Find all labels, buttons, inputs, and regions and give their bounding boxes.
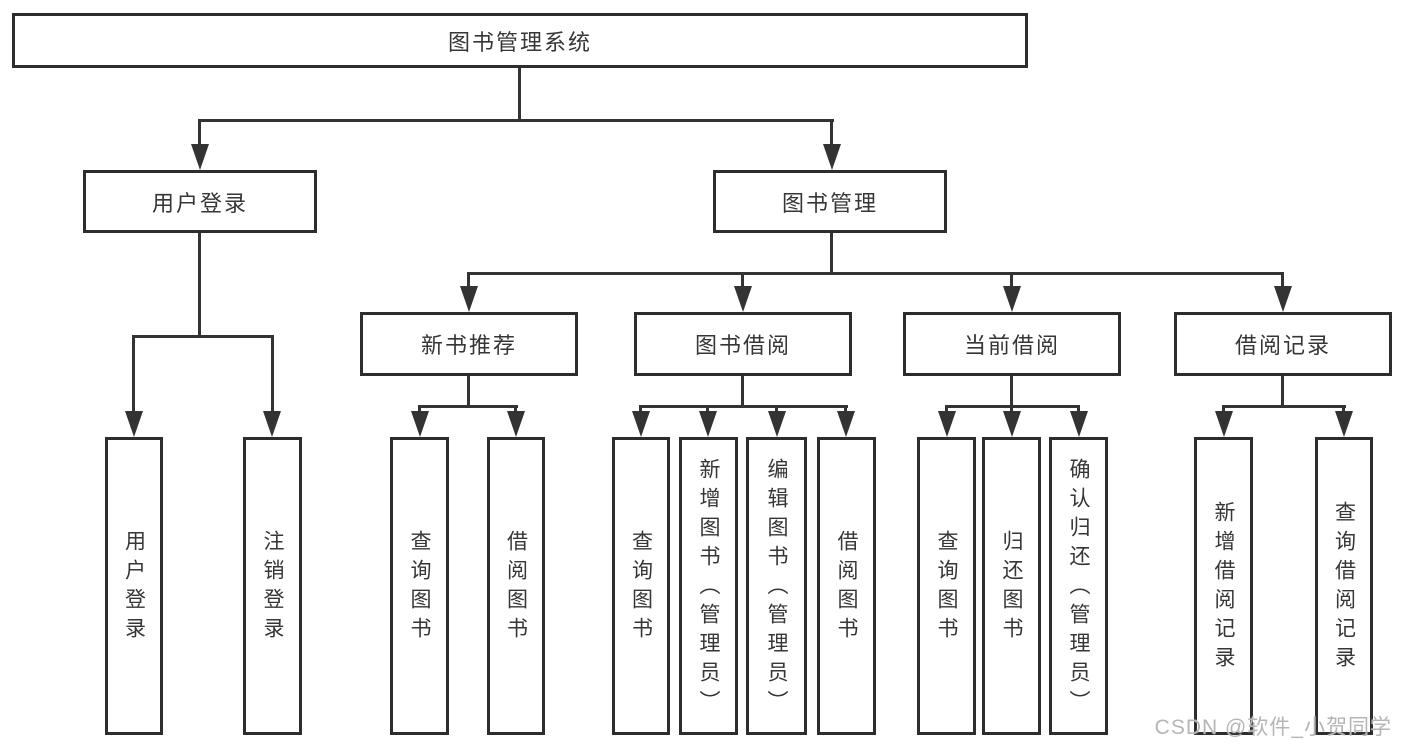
connector-hline: [418, 405, 518, 408]
connector-vline: [830, 233, 833, 272]
connector-vline: [418, 405, 421, 415]
connector-vline: [132, 335, 135, 413]
leaf-confirm-return-admin: 确认归还（管理员）: [1049, 437, 1108, 735]
connector-hline: [639, 405, 848, 408]
connector-hline: [133, 335, 274, 338]
connector-vline: [741, 272, 744, 290]
connector-vline: [1281, 376, 1284, 406]
connector-vline: [467, 376, 470, 406]
connector-vline: [1222, 405, 1225, 415]
leaf-add-book-admin: 新增图书（管理员）: [679, 437, 738, 735]
leaf-query-books-recommend: 查询图书: [390, 437, 449, 735]
connector-vline: [198, 233, 201, 335]
leaf-borrow-books-borrowing: 借阅图书: [817, 437, 876, 735]
arrow-down-icon: [1070, 411, 1088, 437]
node-borrowing-records: 借阅记录: [1174, 312, 1392, 376]
leaf-return-books: 归还图书: [982, 437, 1041, 735]
connector-hline: [467, 272, 1284, 275]
arrow-down-icon: [823, 144, 841, 170]
arrow-down-icon: [768, 411, 786, 437]
arrow-down-icon: [734, 286, 752, 312]
leaf-query-books-current: 查询图书: [917, 437, 976, 735]
leaf-logout: 注销登录: [243, 437, 302, 735]
arrow-down-icon: [1003, 411, 1021, 437]
arrow-down-icon: [938, 411, 956, 437]
arrow-down-icon: [191, 144, 209, 170]
watermark: CSDN @软件_小贺同学: [1154, 716, 1392, 739]
node-new-book-recommend: 新书推荐: [360, 312, 578, 376]
connector-vline: [514, 405, 517, 415]
connector-vline: [271, 335, 274, 413]
node-user-login: 用户登录: [83, 170, 317, 233]
arrow-down-icon: [632, 411, 650, 437]
leaf-borrow-books-recommend: 借阅图书: [487, 437, 545, 735]
connector-vline: [775, 405, 778, 415]
arrow-down-icon: [125, 411, 143, 437]
connector-vline: [639, 405, 642, 415]
arrow-down-icon: [263, 411, 281, 437]
leaf-query-borrow-record: 查询借阅记录: [1315, 437, 1373, 735]
arrow-down-icon: [460, 286, 478, 312]
connector-vline: [467, 272, 470, 290]
node-library-system: 图书管理系统: [12, 13, 1028, 68]
connector-vline: [1010, 405, 1013, 415]
leaf-edit-book-admin: 编辑图书（管理员）: [746, 437, 807, 735]
connector-vline: [1077, 405, 1080, 415]
arrow-down-icon: [1335, 411, 1353, 437]
arrow-down-icon: [411, 411, 429, 437]
connector-vline: [1010, 272, 1013, 290]
arrow-down-icon: [1274, 286, 1292, 312]
connector-hline: [198, 119, 834, 122]
leaf-add-borrow-record: 新增借阅记录: [1194, 437, 1253, 735]
connector-vline: [706, 405, 709, 415]
arrow-down-icon: [837, 411, 855, 437]
arrow-down-icon: [1003, 286, 1021, 312]
connector-vline: [1342, 405, 1345, 415]
connector-vline: [518, 68, 521, 120]
node-current-borrowing: 当前借阅: [903, 312, 1121, 376]
connector-vline: [1010, 376, 1013, 406]
leaf-user-login: 用户登录: [105, 437, 163, 735]
connector-vline: [945, 405, 948, 415]
connector-vline: [741, 376, 744, 406]
arrow-down-icon: [1215, 411, 1233, 437]
connector-vline: [1281, 272, 1284, 290]
leaf-query-books-borrowing: 查询图书: [612, 437, 670, 735]
connector-hline: [1222, 405, 1346, 408]
arrow-down-icon: [699, 411, 717, 437]
connector-vline: [198, 119, 201, 152]
arrow-down-icon: [507, 411, 525, 437]
connector-vline: [844, 405, 847, 415]
node-book-management: 图书管理: [713, 170, 947, 233]
node-book-borrowing: 图书借阅: [634, 312, 852, 376]
connector-vline: [830, 119, 833, 152]
